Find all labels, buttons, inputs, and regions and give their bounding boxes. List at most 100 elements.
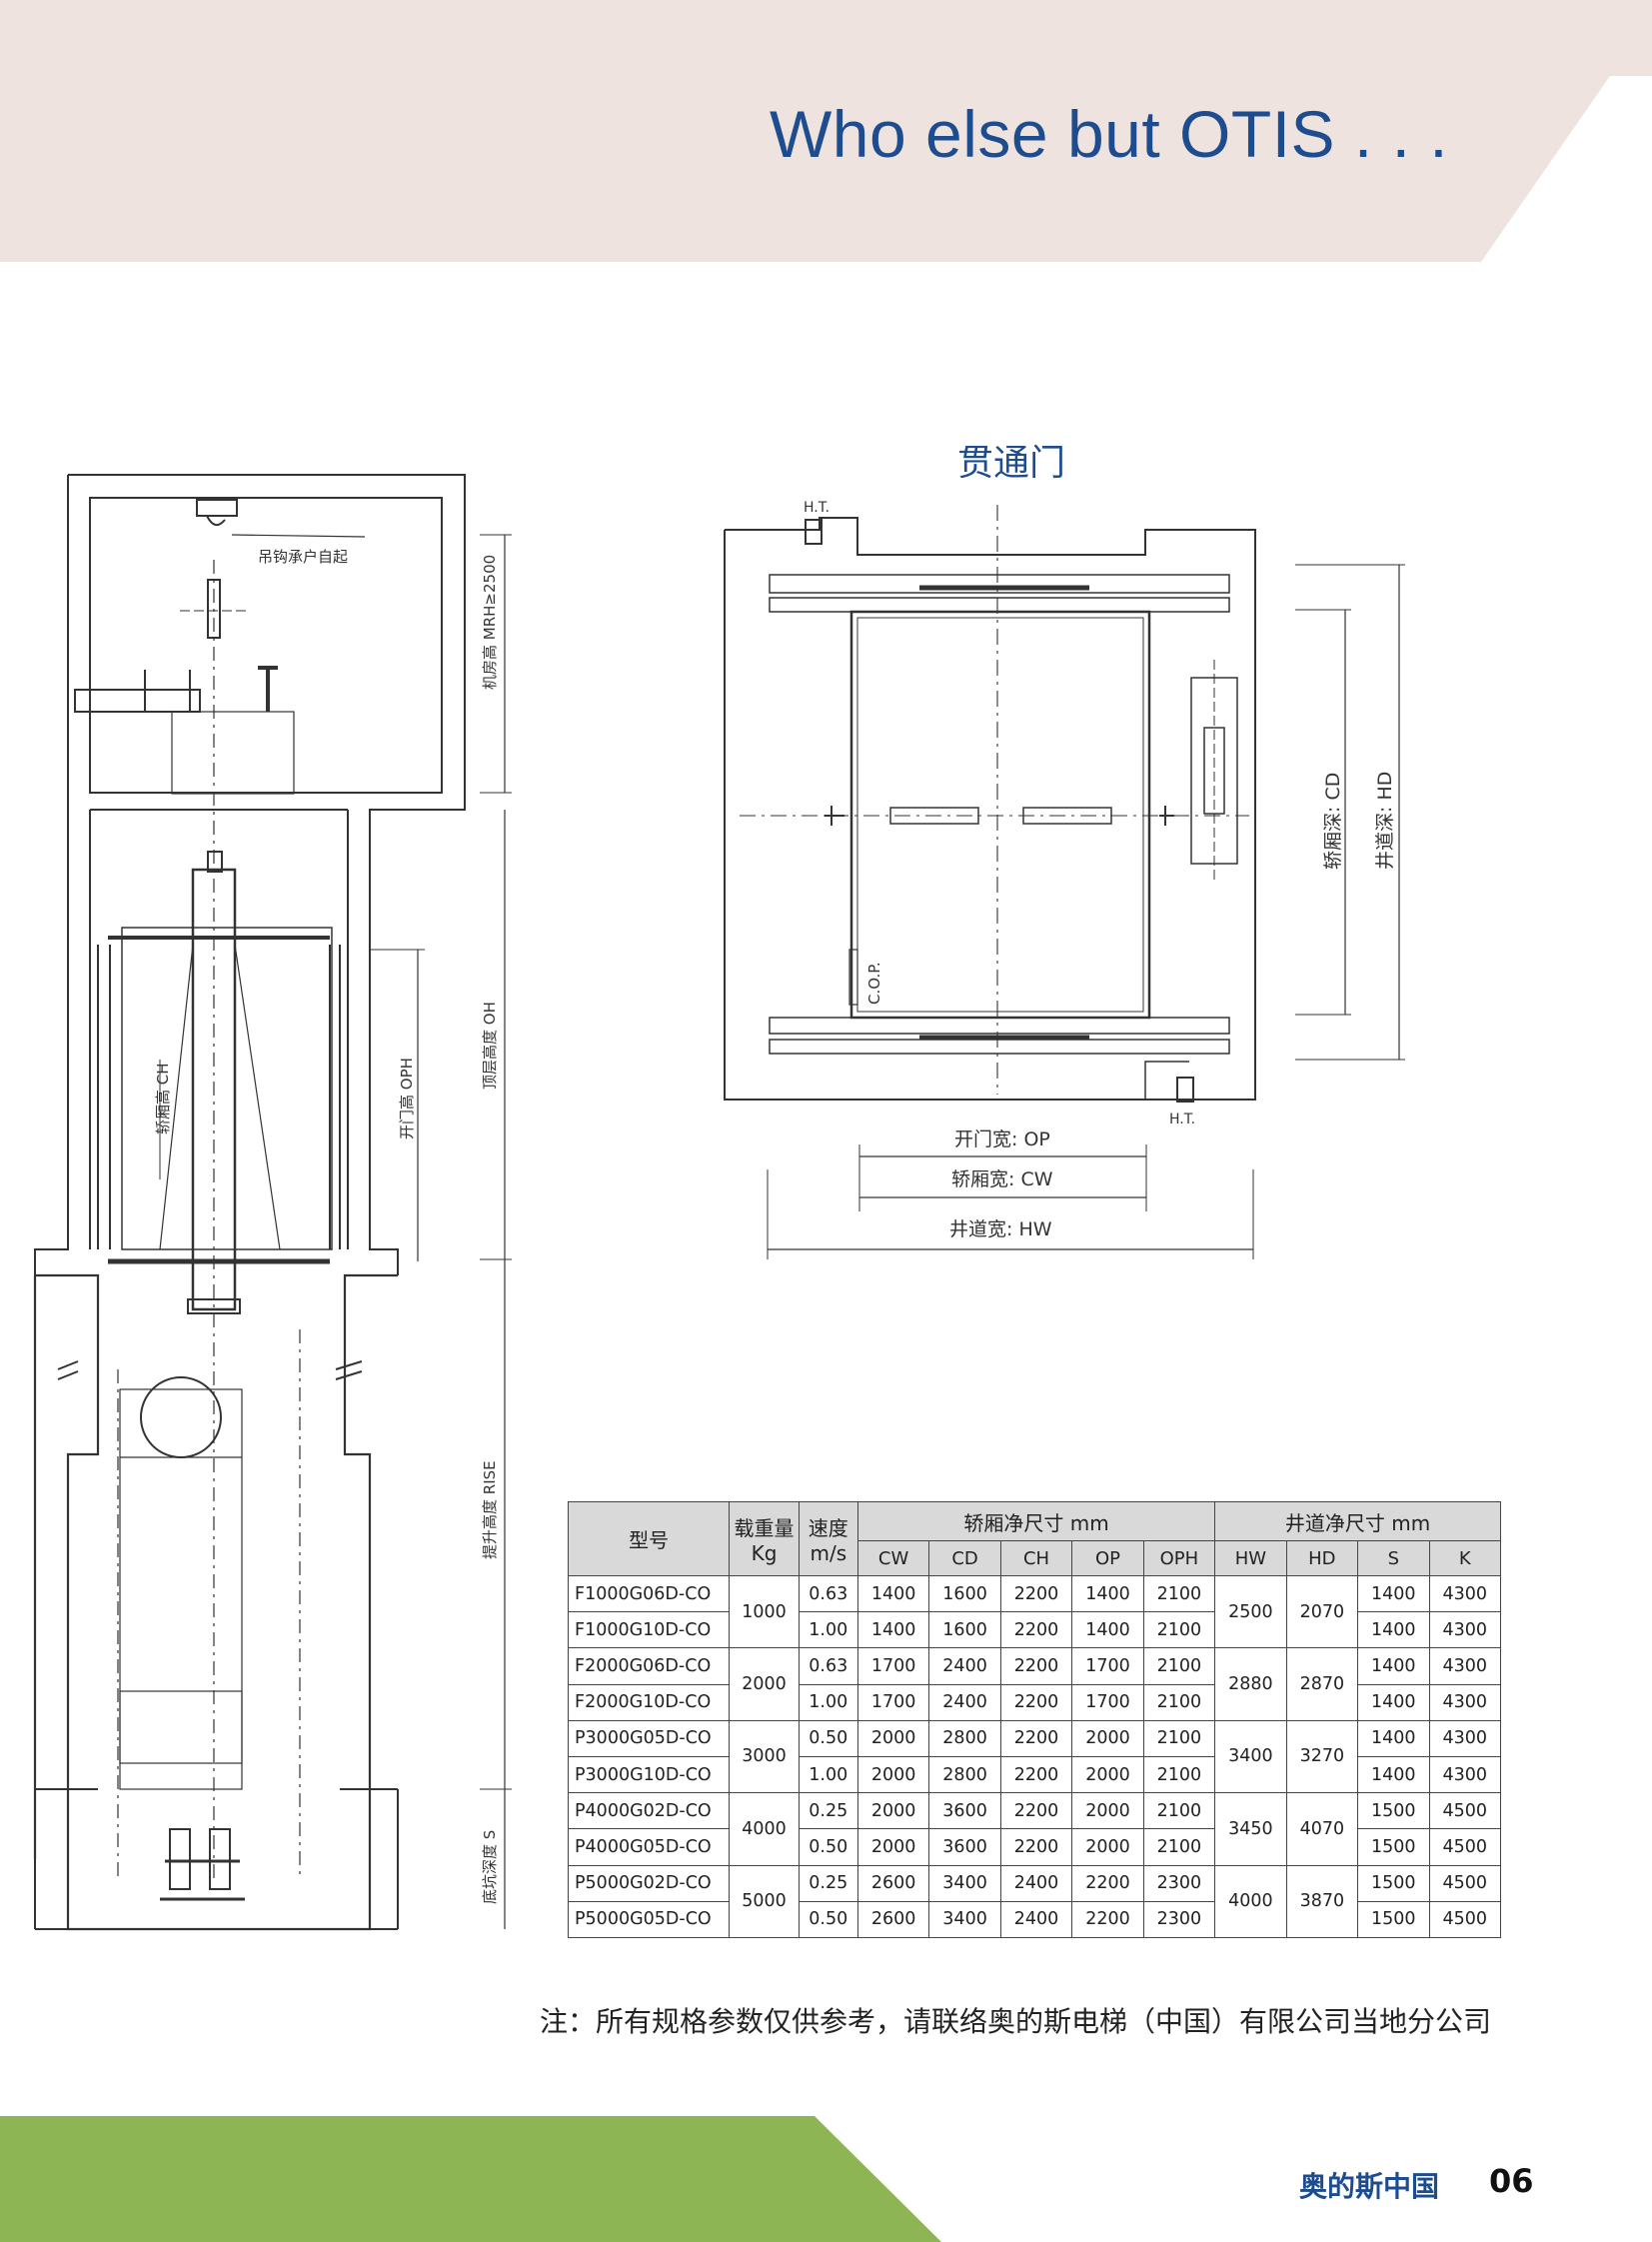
cell-op: 1700 [1071,1647,1144,1685]
cell-speed: 1.00 [798,1611,858,1649]
th-oph: OPH [1142,1540,1216,1576]
cell-speed: 0.63 [798,1647,858,1685]
cell-hw: 4000 [1214,1864,1287,1938]
cell-hw: 3400 [1214,1719,1287,1794]
cell-cw: 1700 [856,1683,930,1721]
disclaimer-note: 注：所有规格参数仅供参考，请联络奥的斯电梯（中国）有限公司当地分公司 [540,2005,1492,2038]
cell-cd: 2400 [928,1647,1001,1685]
cell-oph: 2300 [1142,1900,1216,1939]
cell-cw: 1400 [856,1611,930,1649]
cell-cd: 2800 [928,1719,1001,1757]
cell-hw: 2880 [1214,1647,1287,1721]
car-width-label: 轿厢宽: CW [951,1168,1053,1190]
cell-op: 2000 [1071,1755,1144,1794]
hoistway-depth-label: 井道深: HD [1374,772,1396,870]
cell-speed: 1.00 [798,1755,858,1794]
th-cd: CD [928,1540,1001,1576]
cell-k: 4300 [1428,1574,1502,1613]
cell-oph: 2100 [1142,1719,1216,1757]
ht-bottom-label: H.T. [1169,1112,1195,1127]
cop-label: C.O.P. [865,962,883,1005]
cell-ch: 2200 [999,1755,1073,1794]
cell-s: 1500 [1357,1900,1430,1939]
cell-k: 4300 [1428,1611,1502,1649]
footer-brand: 奥的斯中国 [1299,2170,1440,2203]
th-s: S [1357,1540,1430,1576]
cell-model: F1000G10D-CO [567,1611,731,1649]
mr-height-label: 机房高 MRH≥2500 [481,555,499,690]
cell-speed: 0.63 [798,1574,858,1613]
cell-k: 4500 [1428,1900,1502,1939]
cell-cd: 1600 [928,1574,1001,1613]
cell-model: P3000G05D-CO [567,1719,731,1757]
cell-oph: 2100 [1142,1574,1216,1613]
cell-k: 4300 [1428,1755,1502,1794]
section-title: 贯通门 [957,443,1066,484]
cell-op: 2000 [1071,1792,1144,1830]
cell-hw: 2500 [1214,1574,1287,1649]
cell-load: 1000 [729,1574,800,1649]
th-car-group: 轿厢净尺寸 mm [856,1501,1216,1541]
cell-ch: 2200 [999,1574,1073,1613]
th-op: OP [1071,1540,1144,1576]
car-height-label: 轿厢高 CH [154,1063,172,1134]
th-ch: CH [999,1540,1073,1576]
page-number: 06 [1489,2162,1534,2200]
overhead-label: 顶层高度 OH [481,1002,499,1090]
cell-op: 1400 [1071,1611,1144,1649]
ht-top-label: H.T. [804,500,829,516]
cell-k: 4500 [1428,1828,1502,1866]
cell-cw: 2600 [856,1900,930,1939]
th-cw: CW [856,1540,930,1576]
cell-cw: 1400 [856,1574,930,1613]
car-depth-label: 轿厢深: CD [1322,773,1344,870]
cell-cw: 2000 [856,1792,930,1830]
cell-hd: 2870 [1285,1647,1359,1721]
cell-s: 1500 [1357,1864,1430,1902]
th-model: 型号 [567,1501,731,1576]
cell-ch: 2400 [999,1864,1073,1902]
travel-label: 提升高度 RISE [481,1460,499,1559]
cell-hw: 3450 [1214,1792,1287,1866]
cell-cd: 3600 [928,1792,1001,1830]
cell-ch: 2200 [999,1683,1073,1721]
th-hw: HW [1214,1540,1287,1576]
cell-load: 4000 [729,1792,800,1866]
cell-load: 2000 [729,1647,800,1721]
door-width-label: 开门宽: OP [954,1128,1050,1150]
th-hoistway-group: 井道净尺寸 mm [1214,1501,1501,1541]
cell-ch: 2200 [999,1611,1073,1649]
cell-cd: 2400 [928,1683,1001,1721]
cell-k: 4300 [1428,1647,1502,1685]
header-band [0,0,1652,262]
cell-oph: 2100 [1142,1792,1216,1830]
cell-load: 3000 [729,1719,800,1794]
cell-hd: 3270 [1285,1719,1359,1794]
cell-cw: 2000 [856,1828,930,1866]
plan-drawing [724,505,1405,1259]
cell-cd: 3400 [928,1900,1001,1939]
cell-cw: 1700 [856,1647,930,1685]
footer-band [0,2116,941,2242]
cell-k: 4300 [1428,1719,1502,1757]
cell-k: 4500 [1428,1792,1502,1830]
cell-cw: 2600 [856,1864,930,1902]
cell-speed: 0.50 [798,1900,858,1939]
header-slogan: Who else but OTIS . . . [770,97,1449,171]
cell-speed: 0.25 [798,1792,858,1830]
opening-height-label: 开门高 OPH [398,1058,416,1139]
elevation-drawing [33,474,512,1931]
cell-op: 2000 [1071,1719,1144,1757]
cell-speed: 0.25 [798,1864,858,1902]
cell-oph: 2300 [1142,1864,1216,1902]
cell-ch: 2200 [999,1792,1073,1830]
